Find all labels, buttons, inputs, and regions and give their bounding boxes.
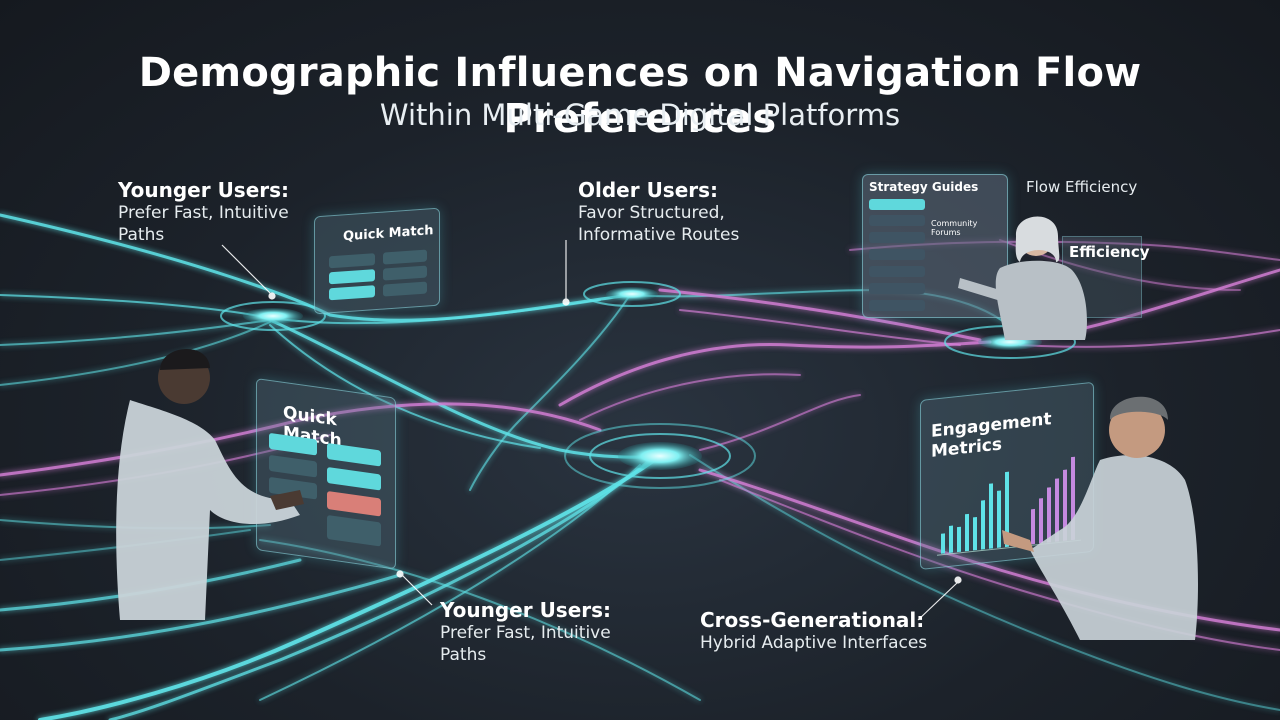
cyan-path	[0, 573, 402, 652]
cyan-path	[689, 454, 1280, 711]
cyan-path	[38, 454, 662, 720]
caption-line: Paths	[118, 225, 165, 245]
magenta-path	[0, 402, 602, 477]
menu-button[interactable]	[329, 253, 375, 269]
hub-node-icon	[944, 325, 1076, 359]
community-forums-label: Community Forums	[931, 219, 978, 237]
strategy-guides-panel: Strategy Guides Community Forums	[862, 174, 1008, 318]
menu-item[interactable]	[869, 215, 925, 226]
menu-button[interactable]	[383, 265, 427, 281]
menu-button[interactable]	[327, 490, 381, 517]
cyan-path	[259, 464, 641, 701]
cyan-path	[0, 519, 271, 530]
caption-line: Paths	[440, 645, 487, 665]
caption-heading: Younger Users:	[118, 178, 290, 202]
efficiency-label: Efficiency	[1069, 243, 1150, 261]
menu-item[interactable]	[869, 249, 925, 260]
flow-efficiency-label: Flow Efficiency	[1026, 178, 1138, 196]
panel-title: Quick Match	[343, 223, 434, 245]
caption-cross-generational: Cross-Generational: Hybrid Adaptive Inte…	[700, 608, 927, 654]
cyan-path	[0, 529, 251, 561]
cyan-path	[0, 321, 271, 386]
magenta-path	[1018, 268, 1280, 342]
cyan-path	[269, 324, 541, 449]
menu-button[interactable]	[329, 285, 375, 301]
menu-button[interactable]	[383, 249, 427, 265]
caption-line: Prefer Fast, Intuitive	[440, 623, 611, 643]
menu-item[interactable]	[869, 199, 925, 210]
magenta-path	[558, 340, 992, 407]
menu-item[interactable]	[869, 232, 925, 243]
menu-item[interactable]	[869, 300, 925, 311]
caption-older: Older Users: Favor Structured, Informati…	[578, 178, 739, 246]
caption-younger-bottom: Younger Users: Prefer Fast, Intuitive Pa…	[440, 598, 611, 666]
cyan-path	[469, 294, 631, 491]
caption-line: Favor Structured,	[578, 203, 725, 223]
caption-line: Prefer Fast, Intuitive	[118, 203, 289, 223]
page-title: Demographic Influences on Navigation Flo…	[138, 50, 1142, 142]
cyan-path	[259, 539, 701, 701]
cyan-path	[108, 458, 652, 720]
efficiency-panel: Efficiency	[1062, 236, 1150, 318]
caption-line: Hybrid Adaptive Interfaces	[700, 633, 928, 653]
menu-button[interactable]	[269, 454, 317, 478]
hub-node-icon	[220, 301, 326, 331]
cyan-path	[0, 319, 271, 346]
caption-heading: Cross-Generational:	[700, 608, 925, 632]
callout-line	[401, 574, 433, 606]
menu-button[interactable]	[383, 281, 427, 297]
magenta-path	[579, 373, 801, 421]
menu-button[interactable]	[269, 476, 317, 500]
caption-line: Informative Routes	[578, 225, 740, 245]
hub-node-icon	[564, 423, 756, 489]
magenta-path	[719, 479, 1280, 651]
callout-line	[917, 581, 959, 621]
quick-match-panel-small: Quick Match	[314, 207, 440, 315]
menu-button[interactable]	[327, 466, 381, 491]
magenta-path	[679, 309, 961, 346]
panel-title: Strategy Guides	[869, 180, 979, 194]
caption-heading: Younger Users:	[440, 598, 612, 622]
magenta-path	[699, 394, 861, 451]
caption-younger-top: Younger Users: Prefer Fast, Intuitive Pa…	[118, 178, 289, 246]
caption-heading: Older Users:	[578, 178, 719, 202]
engagement-metrics-panel: Engagement Metrics	[920, 381, 1094, 570]
menu-button[interactable]	[329, 269, 375, 285]
callout-line	[221, 244, 273, 296]
magenta-path	[1019, 329, 1280, 348]
cyan-path	[0, 558, 302, 612]
bar-chart-icon	[937, 456, 1081, 556]
magenta-path	[658, 288, 982, 342]
quick-match-panel-large: Quick Match	[256, 378, 396, 570]
menu-item[interactable]	[869, 266, 925, 277]
page-subtitle: Within Multi-Game Digital Platforms	[379, 98, 901, 132]
hub-node-icon	[583, 281, 681, 307]
fingerprint-icon[interactable]	[327, 514, 381, 547]
menu-item[interactable]	[869, 283, 925, 294]
